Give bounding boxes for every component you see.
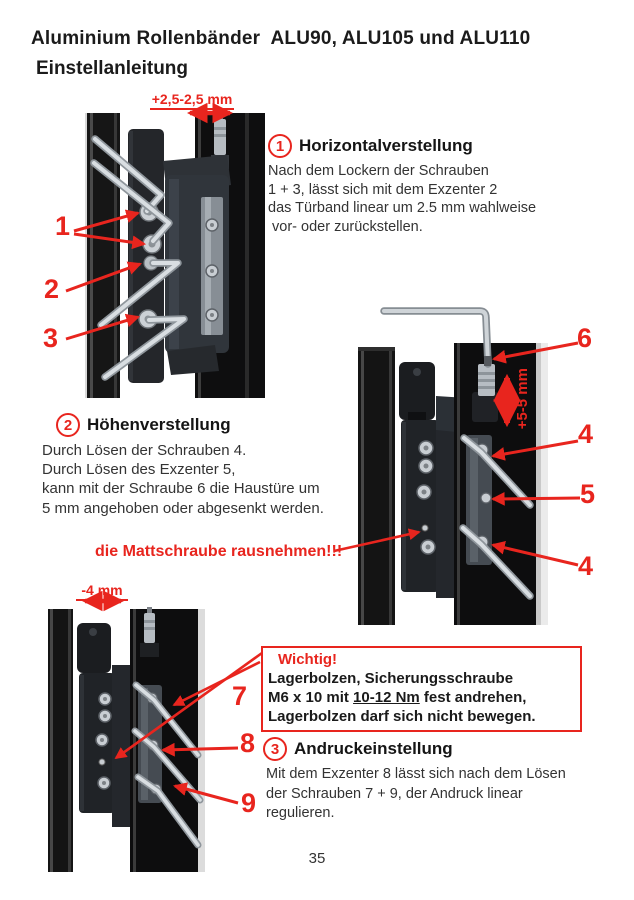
wichtig-text: fest andrehen,	[419, 689, 527, 706]
dimension-label-minus4: -4 mm	[76, 583, 128, 601]
callout-label-4b: 4	[578, 551, 594, 581]
plate-screws	[95, 692, 112, 790]
section-number-1: 1	[268, 134, 292, 158]
body-line: 5 mm angehoben oder abgesenkt werden.	[42, 499, 324, 517]
allen-key-top	[380, 307, 492, 368]
plate-screws	[416, 440, 436, 555]
wichtig-text: M6 x 10 mit	[268, 689, 354, 706]
callout-label-9: 9	[241, 788, 257, 818]
section-number-3: 3	[263, 737, 287, 761]
photo-hinge-pressure	[48, 607, 205, 872]
photo-hinge-horizontal	[85, 113, 265, 398]
hinge-illustration-3	[48, 607, 205, 872]
callout-label-3: 3	[43, 323, 59, 353]
section-hoehenverstellung: 2 Höhenverstellung Durch Lösen der Schra…	[42, 413, 324, 518]
body-line: das Türband linear um 2.5 mm wahlweise	[268, 200, 537, 217]
lagerbolzen-screw	[98, 758, 106, 766]
dimension-label-horizontal: +2,5-2,5 mm	[150, 92, 234, 110]
page-subtitle: Einstellanleitung	[36, 58, 189, 79]
hinge-illustration-2	[358, 307, 548, 625]
page-number: 35	[308, 850, 326, 867]
hinge-knuckle	[77, 623, 111, 673]
hinge-knuckle	[399, 362, 435, 420]
wichtig-title: Wichtig!	[278, 651, 338, 668]
body-line: kann mit der Schraube 6 die Haustüre um	[42, 480, 320, 498]
allen-keys	[90, 135, 188, 381]
wichtig-line: Lagerbolzen, Sicherungsschraube	[268, 670, 514, 687]
dimension-label-vertical: +5-5 mm	[514, 368, 531, 430]
section-heading-3: Andruckeinstellung	[294, 739, 453, 758]
photo-hinge-height	[358, 300, 548, 625]
callout-label-8: 8	[240, 728, 256, 758]
chrome-adjuster	[472, 364, 498, 422]
callout-label-2: 2	[44, 274, 60, 304]
callout-label-1: 1	[55, 211, 71, 241]
body-line: Nach dem Lockern der Schrauben	[268, 163, 489, 179]
hinge-leaf	[201, 197, 223, 335]
body-line: vor- oder zurückstellen.	[268, 218, 423, 235]
note-mattschraube: die Mattschraube rausnehmen!!!	[95, 543, 343, 560]
section-heading-1: Horizontalverstellung	[299, 136, 473, 155]
body-line: der Schrauben 7 + 9, der Andruck linear	[266, 785, 523, 802]
wichtig-line: Lagerbolzen darf sich nicht bewegen.	[268, 708, 536, 725]
callout-label-6: 6	[577, 323, 593, 353]
callout-label-4a: 4	[578, 419, 594, 449]
section-horizontalverstellung: 1 Horizontalverstellung Nach dem Lockern…	[268, 134, 536, 236]
callout-label-5: 5	[580, 479, 596, 509]
body-line: Durch Lösen der Schrauben 4.	[42, 442, 247, 459]
mattschraube-screw	[421, 524, 429, 532]
body-line: Durch Lösen des Exzenter 5,	[42, 461, 236, 479]
section-heading-2: Höhenverstellung	[87, 415, 231, 434]
left-profile	[358, 347, 395, 625]
section-number-2: 2	[56, 413, 80, 437]
left-profile	[48, 609, 73, 872]
section-body-2: Durch Lösen der Schrauben 4. Durch Lösen…	[42, 441, 324, 518]
section-body-3: Mit dem Exzenter 8 lässt sich nach dem L…	[266, 765, 566, 824]
hinge-illustration-1	[85, 113, 265, 398]
page-title: Aluminium Rollenbänder ALU90, ALU105 und…	[31, 28, 531, 49]
body-line: Mit dem Exzenter 8 lässt sich nach dem L…	[266, 766, 566, 782]
section-body-1: Nach dem Lockern der Schrauben 1 + 3, lä…	[268, 162, 536, 236]
body-line: regulieren.	[266, 805, 335, 821]
wichtig-box: Wichtig! Lagerbolzen, Sicherungsschraube…	[261, 646, 582, 732]
section-andruckeinstellung: 3 Andruckeinstellung Mit dem Exzenter 8 …	[263, 737, 566, 824]
wichtig-line: M6 x 10 mit 10-12 Nm fest andrehen,	[268, 688, 575, 707]
callout-label-7: 7	[232, 681, 248, 711]
wichtig-torque-value: 10-12 Nm	[353, 689, 420, 706]
body-line: 1 + 3, lässt sich mit dem Exzenter 2	[268, 181, 498, 198]
allen-keys-right	[459, 434, 534, 600]
